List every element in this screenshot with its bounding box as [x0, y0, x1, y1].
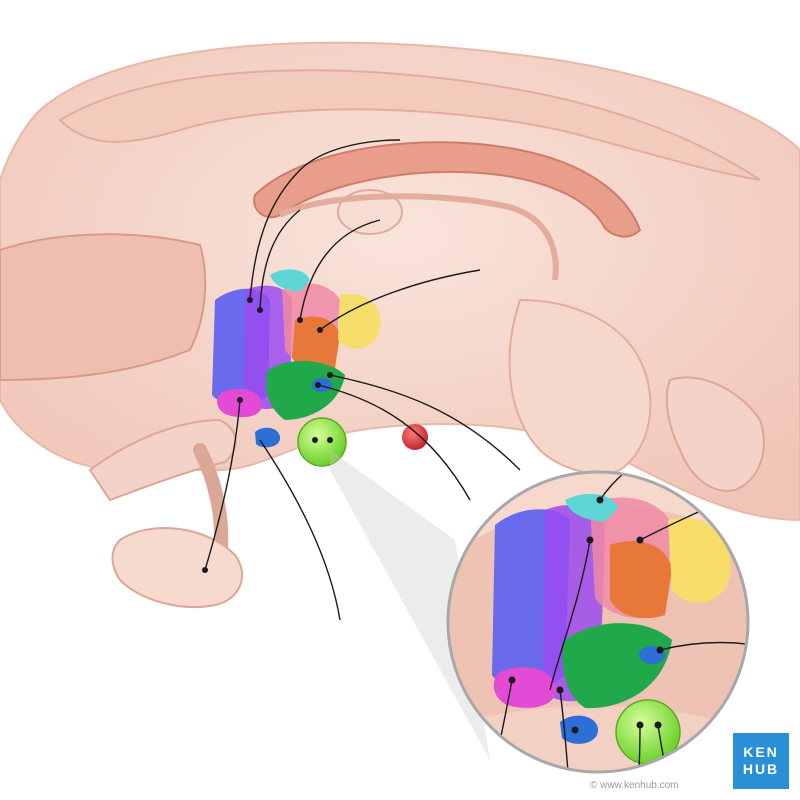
zoom-ventromedial [562, 623, 672, 709]
dorsomedial-nucleus [292, 316, 340, 370]
ventromedial-nucleus [265, 360, 345, 420]
zoom-posterior [668, 517, 731, 603]
fornix [278, 193, 559, 281]
zoom-supraoptic [493, 667, 556, 708]
leader-lines [204, 139, 521, 621]
red-marker-dot [402, 424, 428, 450]
logo-line2: HUB [742, 761, 780, 777]
frontal-lobe [0, 233, 207, 382]
hypothalamic-nuclei [212, 269, 381, 467]
zoom-lateral [565, 493, 618, 522]
copyright-text: © www.kenhub.com [590, 780, 679, 791]
pituitary-gland [111, 527, 244, 608]
zoom-suprachiasmatic [560, 715, 598, 744]
zoom-projection [330, 450, 490, 760]
arcuate-nucleus [312, 378, 332, 392]
lateral-region [270, 269, 310, 292]
kenhub-logo: KEN HUB [733, 733, 789, 789]
zoom-dorsomedial [610, 541, 672, 619]
brainstem [508, 298, 652, 475]
cingulate-gyrus [58, 69, 761, 181]
leader-dots [202, 297, 333, 573]
mammillary-body [297, 417, 347, 467]
cerebellum [665, 376, 765, 492]
corpus-callosum [253, 141, 642, 238]
posterior-nucleus [338, 294, 381, 349]
suprachiasmatic-nucleus [255, 427, 280, 448]
logo-line1: KEN [743, 744, 779, 760]
